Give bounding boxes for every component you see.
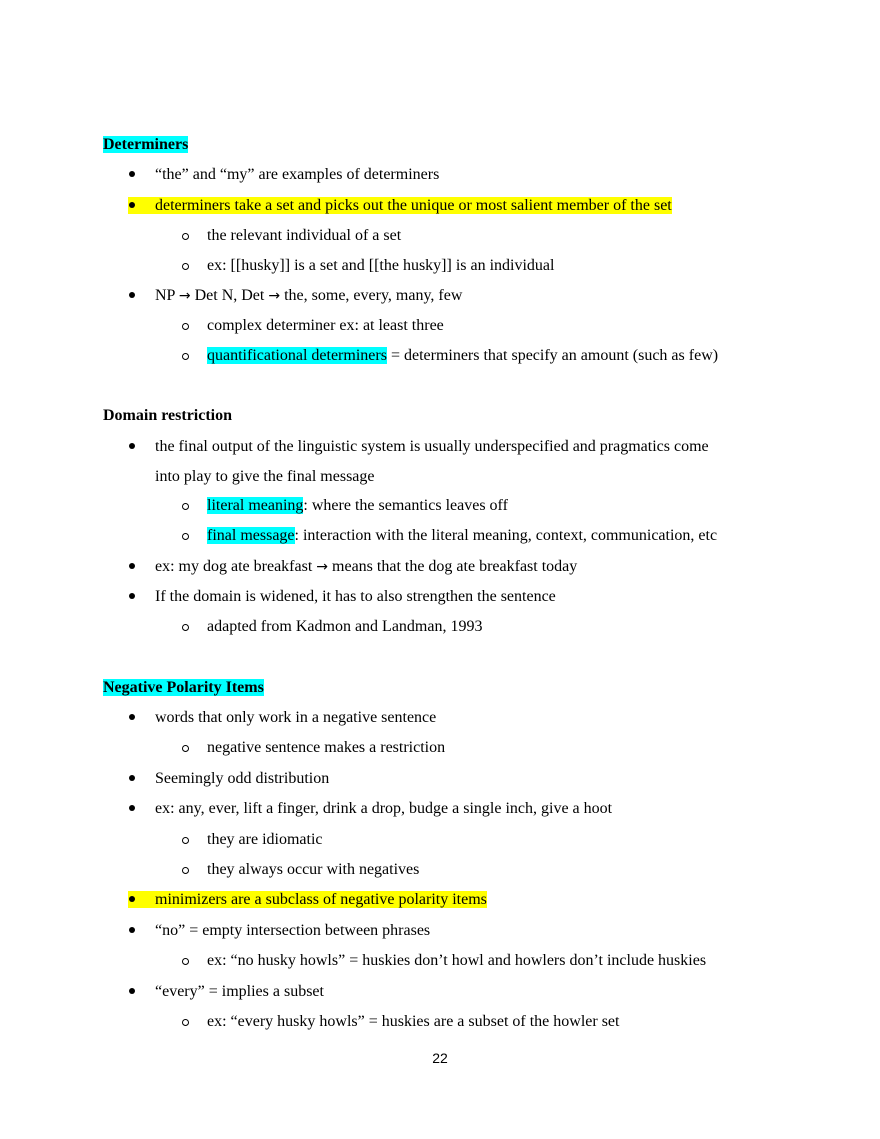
list-item: ex: my dog ate breakfast → means that th…	[128, 557, 577, 577]
circle-bullet-icon	[180, 1012, 207, 1032]
list-item: “every” = implies a subset	[128, 982, 324, 1002]
bullet-icon	[128, 982, 155, 1002]
circle-bullet-icon	[180, 617, 207, 637]
bullet-icon	[128, 799, 155, 819]
bullet-icon	[128, 769, 155, 789]
section-heading-determiners: Determiners	[103, 135, 189, 155]
sub-list-item: quantificational determiners = determine…	[180, 346, 718, 366]
list-item-highlighted: determiners take a set and picks out the…	[128, 196, 672, 216]
sub-list-item: the relevant individual of a set	[180, 226, 401, 246]
circle-bullet-icon	[180, 226, 207, 246]
circle-bullet-icon	[180, 346, 207, 366]
list-item: NP → Det N, Det → the, some, every, many…	[128, 286, 462, 306]
yellow-highlight: minimizers are a subclass of negative po…	[128, 891, 487, 908]
bullet-icon	[128, 587, 155, 607]
list-item: the final output of the linguistic syste…	[128, 437, 709, 457]
circle-bullet-icon	[180, 496, 207, 516]
circle-bullet-icon	[180, 830, 207, 850]
list-item: words that only work in a negative sente…	[128, 708, 436, 728]
bullet-icon	[128, 708, 155, 728]
circle-bullet-icon	[180, 316, 207, 336]
sub-list-item: ex: “no husky howls” = huskies don’t how…	[180, 951, 706, 971]
circle-bullet-icon	[180, 951, 207, 971]
list-item: Seemingly odd distribution	[128, 769, 329, 789]
circle-bullet-icon	[180, 860, 207, 880]
list-item: “the” and “my” are examples of determine…	[128, 165, 439, 185]
section-heading-negative-polarity-items: Negative Polarity Items	[103, 678, 264, 698]
list-item: ex: any, ever, lift a finger, drink a dr…	[128, 799, 612, 819]
sub-list-item: ex: “every husky howls” = huskies are a …	[180, 1012, 619, 1032]
highlighted-term: final message	[207, 527, 295, 544]
page-number: 22	[432, 1050, 448, 1066]
sub-list-item: negative sentence makes a restriction	[180, 738, 445, 758]
heading-text: Determiners	[103, 136, 189, 153]
right-arrow-icon: →	[316, 559, 329, 575]
sub-list-item: adapted from Kadmon and Landman, 1993	[180, 617, 482, 637]
highlighted-term: literal meaning	[207, 497, 304, 514]
bullet-icon	[128, 286, 155, 306]
sub-list-item: literal meaning: where the semantics lea…	[180, 496, 508, 516]
sub-list-item: final message: interaction with the lite…	[180, 526, 717, 546]
heading-text: Domain restriction	[103, 407, 233, 424]
bullet-icon	[128, 557, 155, 577]
bullet-icon	[128, 437, 155, 457]
heading-text: Negative Polarity Items	[103, 679, 264, 696]
sub-list-item: ex: [[husky]] is a set and [[the husky]]…	[180, 256, 554, 276]
circle-bullet-icon	[180, 256, 207, 276]
bullet-icon	[128, 890, 155, 910]
sub-list-item: complex determiner ex: at least three	[180, 316, 444, 336]
list-item-highlighted: minimizers are a subclass of negative po…	[128, 890, 487, 910]
bullet-icon	[128, 196, 155, 216]
right-arrow-icon: →	[178, 288, 191, 304]
circle-bullet-icon	[180, 526, 207, 546]
section-heading-domain-restriction: Domain restriction	[103, 406, 232, 426]
highlighted-term: quantificational determiners	[207, 347, 387, 364]
bullet-icon	[128, 921, 155, 941]
bullet-icon	[128, 165, 155, 185]
right-arrow-icon: →	[268, 288, 281, 304]
sub-list-item: they are idiomatic	[180, 830, 323, 850]
circle-bullet-icon	[180, 738, 207, 758]
yellow-highlight: determiners take a set and picks out the…	[128, 197, 672, 214]
list-item: If the domain is widened, it has to also…	[128, 587, 556, 607]
sub-list-item: they always occur with negatives	[180, 860, 419, 880]
list-item-continuation: into play to give the final message	[155, 468, 375, 485]
list-item: “no” = empty intersection between phrase…	[128, 921, 430, 941]
